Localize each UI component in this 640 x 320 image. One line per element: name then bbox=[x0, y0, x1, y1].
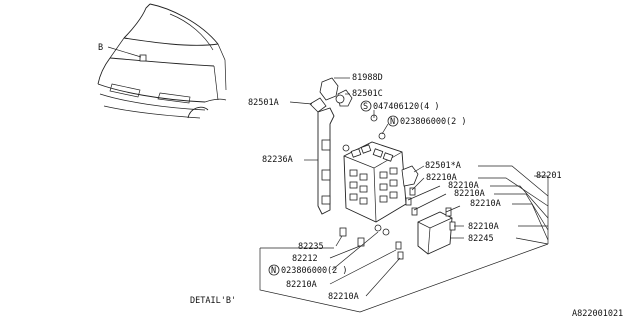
label-n-nut-bottom: 023806000(2 ) bbox=[281, 266, 348, 276]
label-82210a-7: 82210A bbox=[328, 292, 359, 302]
n-symbol-letter-top: N bbox=[390, 117, 395, 127]
label-82201: 82201 bbox=[536, 171, 562, 181]
label-82210a-5: 82210A bbox=[468, 222, 499, 232]
s-symbol-icon: S bbox=[360, 100, 372, 112]
label-n-nut-top: 023806000(2 ) bbox=[400, 117, 467, 127]
figure-id: A822001021 bbox=[572, 309, 623, 319]
label-81988d: 81988D bbox=[352, 73, 383, 83]
label-82210a-2: 82210A bbox=[448, 181, 479, 191]
n-symbol-icon-bottom: N bbox=[268, 264, 280, 276]
detail-label: DETAIL'B' bbox=[190, 296, 236, 306]
detail-marker-label: B bbox=[98, 43, 103, 53]
label-82245: 82245 bbox=[468, 234, 494, 244]
fuse-box-assembly bbox=[309, 77, 456, 260]
car-illustration bbox=[97, 3, 227, 119]
leader-lines bbox=[259, 77, 549, 313]
label-82236a: 82236A bbox=[262, 155, 293, 165]
label-82235: 82235 bbox=[298, 242, 324, 252]
n-symbol-letter-bottom: N bbox=[271, 266, 276, 276]
label-82210a-6: 82210A bbox=[286, 280, 317, 290]
label-82501a: 82501A bbox=[248, 98, 279, 108]
label-82212: 82212 bbox=[292, 254, 318, 264]
label-82501c: 82501C bbox=[352, 89, 383, 99]
part-labels: 81988D 82501C 82501A S 047406120(4 ) N 0… bbox=[190, 73, 623, 319]
n-symbol-icon-top: N bbox=[387, 115, 399, 127]
label-82210a-4: 82210A bbox=[470, 199, 501, 209]
label-82501star: 82501*A bbox=[425, 161, 461, 171]
label-s-bolt: 047406120(4 ) bbox=[373, 102, 440, 112]
label-82210a-3: 82210A bbox=[454, 189, 485, 199]
label-82210a-1: 82210A bbox=[426, 173, 457, 183]
s-symbol-letter: S bbox=[363, 102, 368, 112]
